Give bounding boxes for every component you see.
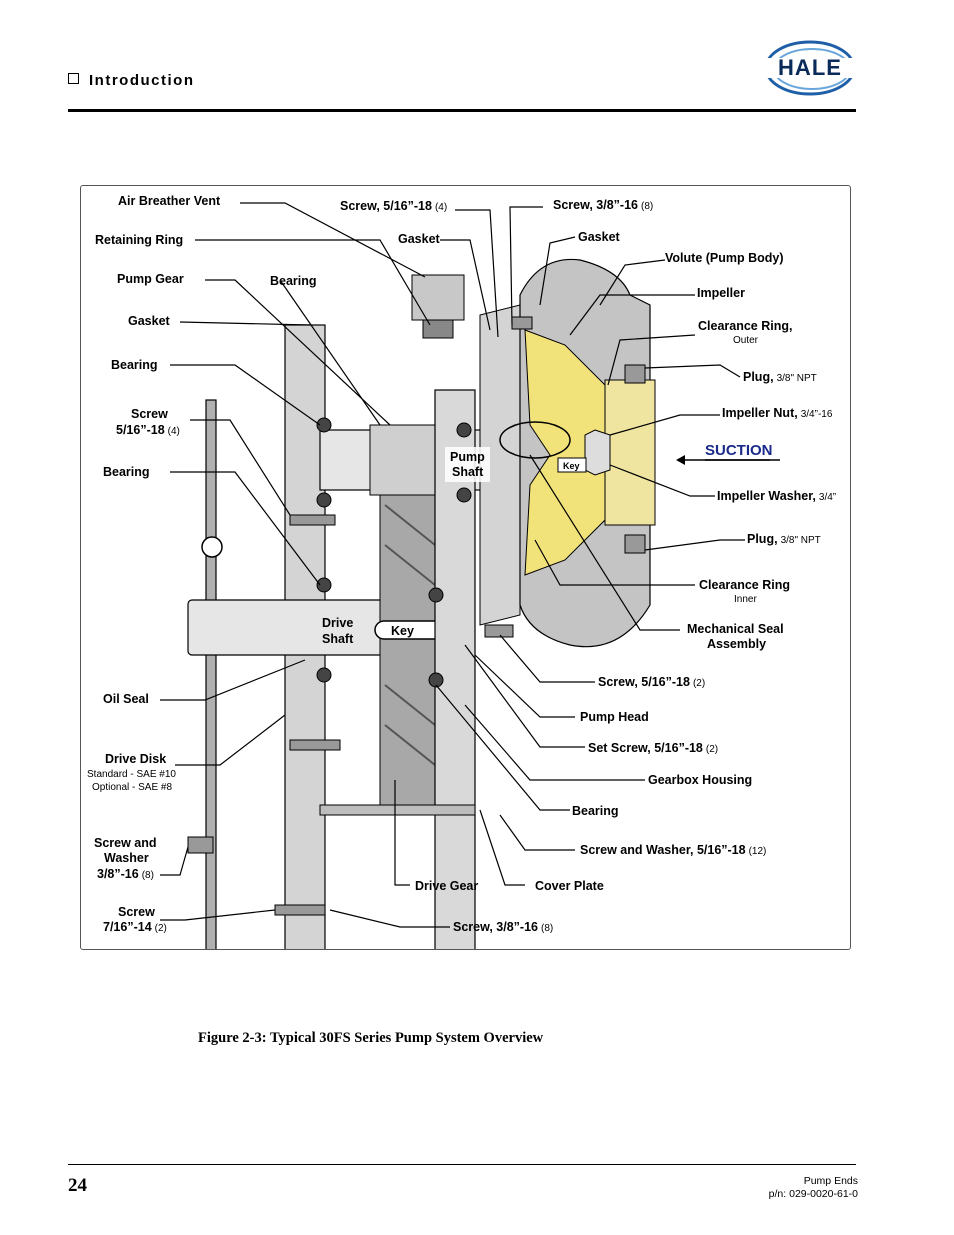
label-screw-a: Screw xyxy=(131,407,168,421)
label-screw-b: Screw xyxy=(118,905,155,919)
label-mechanical-seal-1: Mechanical Seal xyxy=(687,622,784,636)
section-title: Introduction xyxy=(89,72,195,89)
label-drive-disk-standard: Standard - SAE #10 xyxy=(87,769,176,780)
label-key-drive: Key xyxy=(391,624,414,638)
label-screw-washer-left-2: Washer xyxy=(104,851,149,865)
label-screw-38-bottom: Screw, 3/8”-16(8) xyxy=(453,920,553,934)
label-key-pump: Key xyxy=(563,461,580,471)
label-plug-2: Plug,3/8" NPT xyxy=(747,532,821,546)
label-cover-plate: Cover Plate xyxy=(535,879,604,893)
label-drive-shaft-1: Drive xyxy=(322,616,353,630)
label-suction: SUCTION xyxy=(705,442,773,459)
label-screw-b-size: 7/16”-14(2) xyxy=(103,920,167,934)
page-number: 24 xyxy=(68,1175,87,1196)
header-rule xyxy=(68,109,856,112)
label-drive-gear: Drive Gear xyxy=(415,879,478,893)
label-gasket-top: Gasket xyxy=(398,232,441,246)
label-screw-516-top: Screw, 5/16”-18(4) xyxy=(340,199,447,213)
label-pump-shaft-1: Pump xyxy=(450,450,485,464)
label-impeller-nut: Impeller Nut,3/4”-16 xyxy=(722,406,833,420)
label-clearance-ring-inner: Clearance Ring xyxy=(699,578,790,592)
figure-caption: Figure 2-3: Typical 30FS Series Pump Sys… xyxy=(198,1030,544,1046)
label-screw-washer-left-1: Screw and xyxy=(94,836,157,850)
label-pump-shaft-2: Shaft xyxy=(452,465,484,479)
label-set-screw: Set Screw, 5/16”-18(2) xyxy=(588,741,718,755)
label-clearance-ring-inner-sub: Inner xyxy=(734,594,757,605)
label-oil-seal: Oil Seal xyxy=(103,692,149,706)
label-bearing-right: Bearing xyxy=(572,804,619,818)
svg-text:HALE: HALE xyxy=(778,55,842,80)
label-bearing-top: Bearing xyxy=(270,274,317,288)
doc-title: Pump Ends xyxy=(803,1175,858,1187)
label-pump-head: Pump Head xyxy=(580,710,649,724)
pump-head-shape xyxy=(479,304,521,626)
label-mechanical-seal-2: Assembly xyxy=(707,637,766,651)
hale-logo: HALE xyxy=(762,40,858,96)
air-breather-vent-shape xyxy=(411,274,465,321)
label-drive-shaft-2: Shaft xyxy=(322,632,354,646)
label-screw-a-size: 5/16”-18(4) xyxy=(116,423,180,437)
label-air-breather-vent: Air Breather Vent xyxy=(118,194,221,208)
cover-plate-shape xyxy=(319,804,476,816)
label-clearance-ring-outer: Clearance Ring, xyxy=(698,319,792,333)
pump-diagram: Air Breather Vent Retaining Ring Pump Ge… xyxy=(87,194,836,949)
part-number: p/n: 029-0020-61-0 xyxy=(768,1188,858,1200)
label-impeller-washer: Impeller Washer,3/4” xyxy=(717,489,836,503)
gearbox-housing-shape xyxy=(434,389,476,949)
label-bearing-left-2: Bearing xyxy=(103,465,150,479)
label-gasket-top-right: Gasket xyxy=(578,230,621,244)
figure-frame xyxy=(80,185,851,950)
label-gasket-left: Gasket xyxy=(128,314,171,328)
label-volute: Volute (Pump Body) xyxy=(665,251,784,265)
label-impeller: Impeller xyxy=(697,286,745,300)
label-plug-1: Plug,3/8" NPT xyxy=(743,370,817,384)
label-screw-washer-right: Screw and Washer, 5/16”-18(12) xyxy=(580,843,766,857)
label-screw-38-top: Screw, 3/8”-16(8) xyxy=(553,198,653,212)
label-drive-disk-optional: Optional - SAE #8 xyxy=(92,782,172,793)
label-clearance-ring-outer-sub: Outer xyxy=(733,335,759,346)
label-retaining-ring: Retaining Ring xyxy=(95,233,183,247)
label-pump-gear: Pump Gear xyxy=(117,272,184,286)
drive-disk-shape xyxy=(205,399,217,949)
label-drive-disk: Drive Disk xyxy=(105,752,166,766)
footer-doc-info: Pump Ends p/n: 029-0020-61-0 xyxy=(769,1175,858,1201)
drive-gear-shape xyxy=(379,494,441,806)
label-screw-washer-left-size: 3/8”-16(8) xyxy=(97,867,154,881)
label-gearbox-housing: Gearbox Housing xyxy=(648,773,752,787)
footer-rule xyxy=(68,1164,856,1165)
label-screw-516-right: Screw, 5/16”-18(2) xyxy=(598,675,705,689)
checkbox-bullet-icon xyxy=(68,73,79,84)
impeller-shape xyxy=(524,329,606,576)
section-heading: Introduction xyxy=(68,72,194,89)
label-bearing-left-1: Bearing xyxy=(111,358,158,372)
